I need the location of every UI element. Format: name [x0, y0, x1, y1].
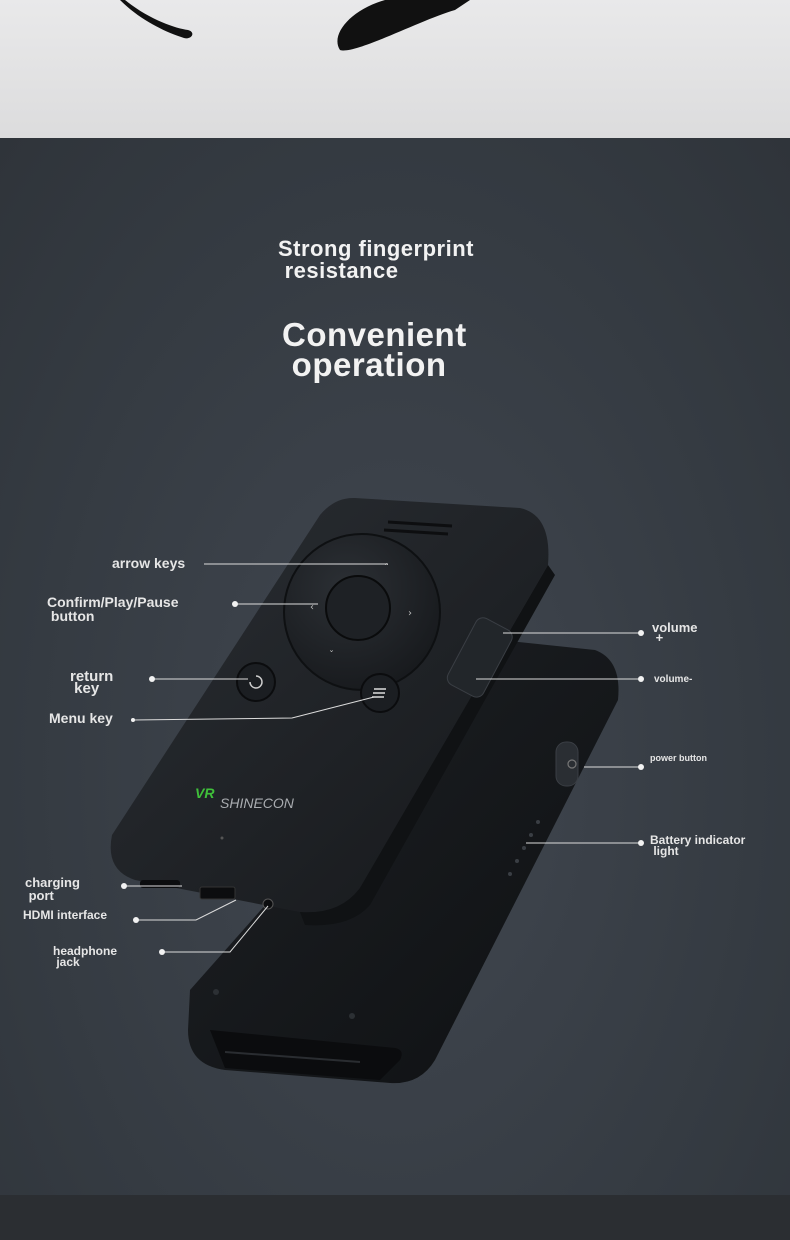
hdmi-port: [199, 886, 236, 900]
fingerprint-heading: Strong fingerprint resistance: [278, 236, 474, 283]
callout-dots: [121, 601, 644, 955]
return-key-label: return key: [70, 668, 114, 697]
return-button[interactable]: [236, 662, 276, 702]
right-arrow-icon: ›: [408, 608, 412, 619]
callout-lines: [124, 563, 640, 953]
menu-key-label: Menu key: [49, 710, 113, 726]
battery-light-label: Battery indicator light: [650, 833, 746, 858]
brand-vr: VR: [195, 785, 215, 801]
power-icon: [567, 759, 577, 769]
volume-minus-label: volume-: [654, 674, 693, 685]
screw-right-icon: [349, 1013, 355, 1019]
confirm-button[interactable]: [325, 575, 391, 641]
bottom-band: [0, 1195, 790, 1240]
power-button-label: power button: [650, 753, 707, 763]
mic-hole-icon: [220, 836, 224, 840]
volume-rocker[interactable]: [445, 615, 516, 700]
headphone-label: headphone jack: [53, 944, 118, 969]
left-arrow-icon: ‹: [310, 602, 314, 613]
battery-indicator-lights: [508, 820, 540, 876]
rear-device: [188, 640, 619, 1084]
screw-left-icon: [213, 989, 219, 995]
charging-port-label: charging port: [25, 875, 80, 903]
down-arrow-icon: ˇ: [329, 649, 334, 661]
left-strap: [120, 0, 193, 39]
front-remote: ˆ › ‹ ˇ VR SHINECON: [110, 497, 555, 926]
power-button[interactable]: [555, 741, 579, 787]
up-arrow-icon: ˆ: [384, 562, 389, 574]
headset-straps-image: [120, 0, 470, 51]
volume-plus-label: volume +: [652, 620, 698, 645]
confirm-label: Confirm/Play/Pause button: [47, 594, 179, 624]
headphone-jack: [262, 898, 274, 910]
charging-port: [140, 880, 180, 888]
hdmi-label: HDMI interface: [23, 908, 108, 922]
right-strap: [337, 0, 470, 51]
return-icon: [249, 675, 263, 689]
brand-name: SHINECON: [220, 795, 295, 811]
speaker-grille-icon: [383, 520, 453, 536]
operation-heading: Convenient operation: [282, 316, 467, 383]
top-product-image-band: [0, 0, 790, 138]
arrow-keys-label: arrow keys: [112, 555, 186, 571]
